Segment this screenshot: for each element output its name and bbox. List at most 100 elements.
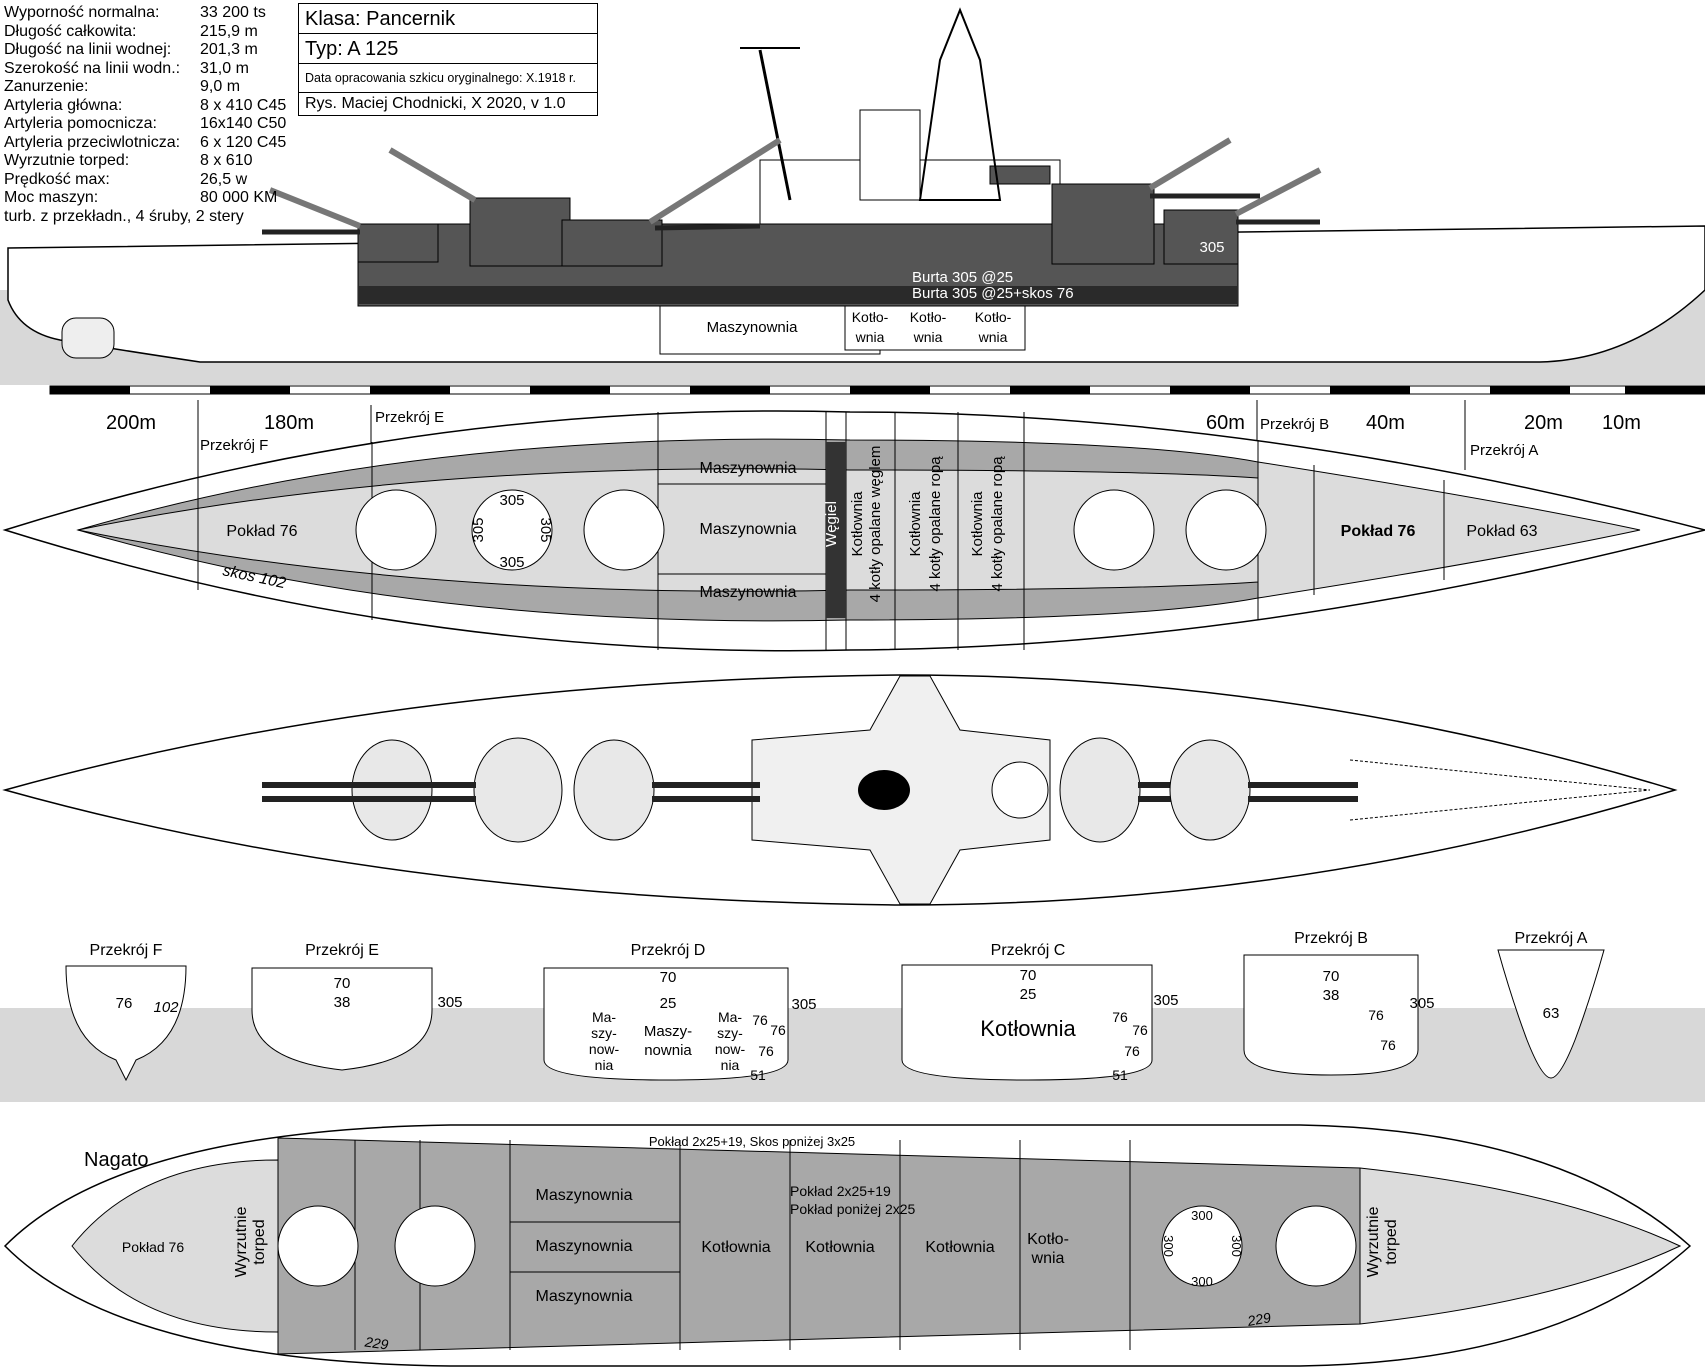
section-d-title: Przekrój D [631,942,706,959]
spec-value: 215,9 m [200,22,258,40]
section-d-mach-center-1: Maszy- [644,1023,692,1040]
armor-plan: Pokład 76 skos 102 305 305 305 305 Maszy… [2,410,1705,652]
profile-boiler-1b: wnia [855,329,885,345]
plan-machinery-1: Maszynownia [700,460,797,477]
turret-plan-3 [573,739,760,841]
section-b: Przekrój B 70 38 305 76 76 [1243,930,1435,1076]
nagato-boiler-3: Kotłownia [925,1239,994,1256]
drawing-author: Rys. Maciej Chodnicki, X 2020, v 1.0 [305,95,566,112]
marker-section-e: Przekrój E [375,409,444,426]
nagato-name: Nagato [84,1149,149,1171]
section-d-mach-right-3: now- [715,1041,746,1057]
deck-plan [2,674,1678,906]
section-a: Przekrój A 63 [1497,930,1605,1079]
turret-1 [262,187,439,263]
nagato-torpedo-aft-a: Wyrzutnie [1365,1206,1382,1277]
section-a-title: Przekrój A [1515,930,1588,947]
scale-40m: 40m [1366,412,1405,434]
nagato-belt-fwd: 229 [363,1333,390,1352]
bridge-dark [989,165,1051,185]
marker-section-b: Przekrój B [1260,416,1329,433]
section-d-deck: 70 [660,969,677,986]
anchor-chain-2 [1349,789,1651,821]
anchor-chain-1 [1349,759,1651,791]
turret-2 [388,147,571,267]
spec-label: Artyleria przeciwlotnicza: [4,133,181,151]
deck-fwd-label: Pokład 76 [226,523,297,540]
section-c-side-2: 76 [1132,1022,1148,1038]
section-c-lower: 25 [1020,986,1037,1003]
boiler2-label-b: 4 kotły opalane ropą [927,456,944,592]
nagato-barbette-bottom: 300 [1191,1274,1213,1289]
spec-label: Artyleria pomocnicza: [4,115,157,132]
spec-label: Szerokość na linii wodn.: [4,59,181,77]
spec-label: Artyleria główna: [4,96,123,114]
spec-label: Moc maszyn: [4,189,99,206]
section-d-mach-right-2: szy- [717,1025,743,1041]
nagato-barbette-left: 300 [1161,1235,1176,1257]
spec-value: 6 x 120 C45 [200,133,287,151]
section-c-title: Przekrój C [991,942,1066,959]
spec-value: 31,0 m [200,59,249,77]
nagato-barbette-2 [394,1205,476,1287]
scale-200m: 200m [106,412,156,434]
barbette-c [583,489,665,571]
barbette-d [1073,489,1155,571]
boiler-box [844,305,1026,351]
section-f-slope: 102 [153,999,179,1016]
turret-4 [1051,137,1260,265]
funnel [859,109,921,201]
nagato-barbette-top: 300 [1191,1208,1213,1223]
nagato-barbette-right: 300 [1229,1235,1244,1257]
turret-plan-2 [376,737,563,843]
turret-3 [561,137,782,267]
profile-boiler-1a: Kotło- [852,309,889,325]
section-f-title: Przekrój F [90,942,163,959]
spec-row: Wyrzutnie torped:8 x 610 [4,152,300,171]
nagato-boiler-2: Kotłownia [805,1239,874,1256]
mainmast [758,49,792,201]
nagato-boiler-4a: Kotło- [1027,1231,1069,1248]
section-f-deck: 76 [116,995,133,1012]
section-b-lower: 38 [1323,987,1340,1004]
section-e-deck: 70 [334,975,351,992]
nagato-boiler-1: Kotłownia [701,1239,770,1256]
section-d-side-3: 76 [758,1043,774,1059]
nagato-barbette-4 [1275,1205,1357,1287]
boiler2-label-a: Kotłownia [907,491,924,557]
boiler3-label-a: Kotłownia [969,491,986,557]
section-c-belt: 305 [1153,992,1178,1009]
barbette-label-left: 305 [470,517,487,542]
section-d: Przekrój D 70 25 305 Ma- szy- now- nia M… [543,942,817,1083]
nagato-torpedo-aft-b: torped [1383,1219,1400,1264]
section-d-side-2: 76 [770,1022,786,1038]
deck-aft2-label: Pokład 63 [1466,523,1537,540]
barbette-e [1185,489,1267,571]
section-d-mach-left-2: szy- [591,1025,617,1041]
spec-label: Długość całkowita: [4,22,137,40]
spec-row: Moc maszyn:80 000 KM [4,189,300,208]
nagato-aft-deck [1359,1167,1682,1325]
section-d-bottom: 51 [750,1067,766,1083]
nagato-torpedo-fwd-a: Wyrzutnie [233,1206,250,1277]
bow-bulge [61,317,115,359]
nagato-boiler-4b: wnia [1031,1250,1065,1267]
belt-lower [358,286,1238,304]
nagato-deck-mid-2: Pokład poniżej 2x25 [790,1201,916,1217]
spec-row: Zanurzenie: 9,0 m [4,78,300,97]
spec-note: turb. z przekładn., 4 śruby, 2 stery [4,207,244,225]
spec-label: Zanurzenie: [4,78,89,95]
scale-20m: 20m [1524,412,1563,434]
barbette-label-bottom: 305 [499,554,524,571]
coal-bunker [826,442,846,618]
spec-value: 9,0 m [200,78,241,95]
nagato-belt-aft: 229 [1245,1309,1272,1329]
nagato-deck-mid-1: Pokład 2x25+19 [790,1183,891,1199]
spec-value: 26,5 w [200,170,248,188]
spec-row: Artyleria przeciwlotnicza: 6 x 120 C45 [4,134,300,153]
section-d-mach-right-4: nia [721,1057,740,1073]
profile-boiler-3a: Kotło- [975,309,1012,325]
funnel-plan [858,770,910,810]
section-e-title: Przekrój E [305,942,379,959]
profile-boiler-3b: wnia [978,329,1008,345]
